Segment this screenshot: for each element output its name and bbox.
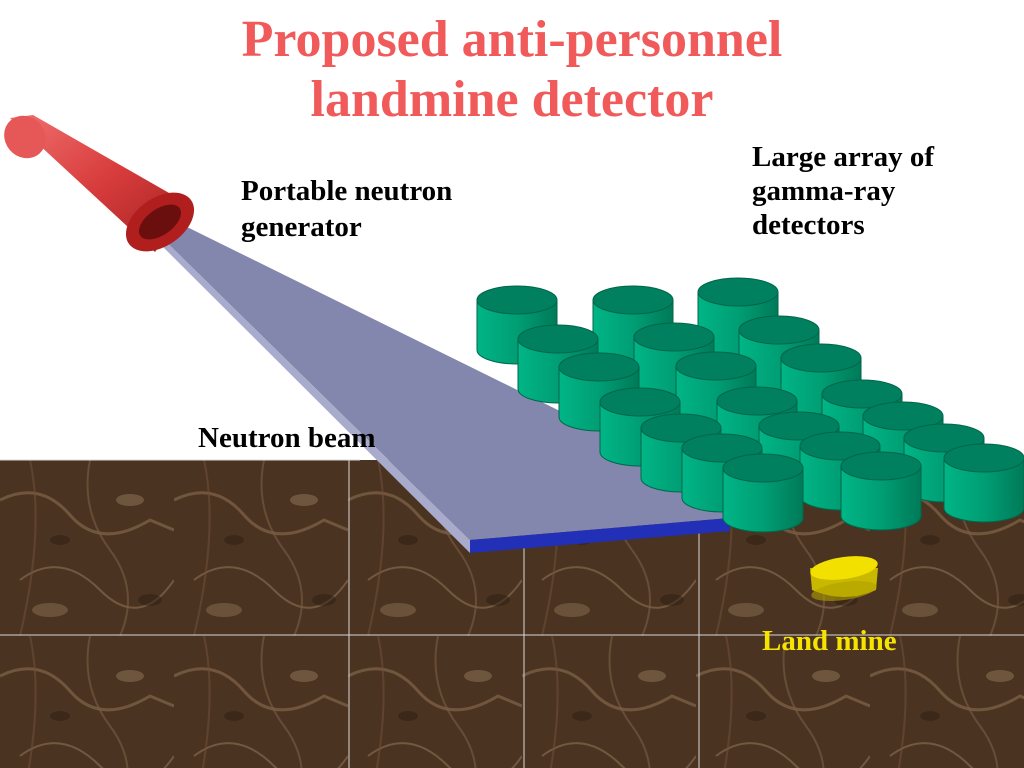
detectors-label-line-3: detectors (752, 209, 865, 241)
title-line-2: landmine detector (310, 71, 714, 128)
detectors-label-line-2: gamma-ray (752, 175, 896, 207)
gamma-ray-detector-array (476, 277, 1024, 533)
neutron-beam (148, 226, 730, 553)
land-mine (810, 556, 878, 602)
detectors-label: Large array of gamma-ray detectors (752, 140, 1012, 242)
generator-label: Portable neutron generator (241, 173, 541, 245)
title-line-1: Proposed anti-personnel (241, 11, 783, 68)
neutron-generator (4, 115, 195, 252)
generator-label-line-2: generator (241, 211, 362, 243)
detector-cylinder (722, 453, 804, 533)
diagram-title: Proposed anti-personnel landmine detecto… (0, 10, 1024, 130)
detectors-label-line-1: Large array of (752, 141, 934, 173)
detector-cylinder (840, 451, 922, 531)
neutron-beam-label: Neutron beam (198, 422, 376, 454)
generator-label-line-1: Portable neutron (241, 175, 453, 207)
land-mine-label: Land mine (762, 625, 897, 657)
detector-cylinder (943, 443, 1024, 523)
